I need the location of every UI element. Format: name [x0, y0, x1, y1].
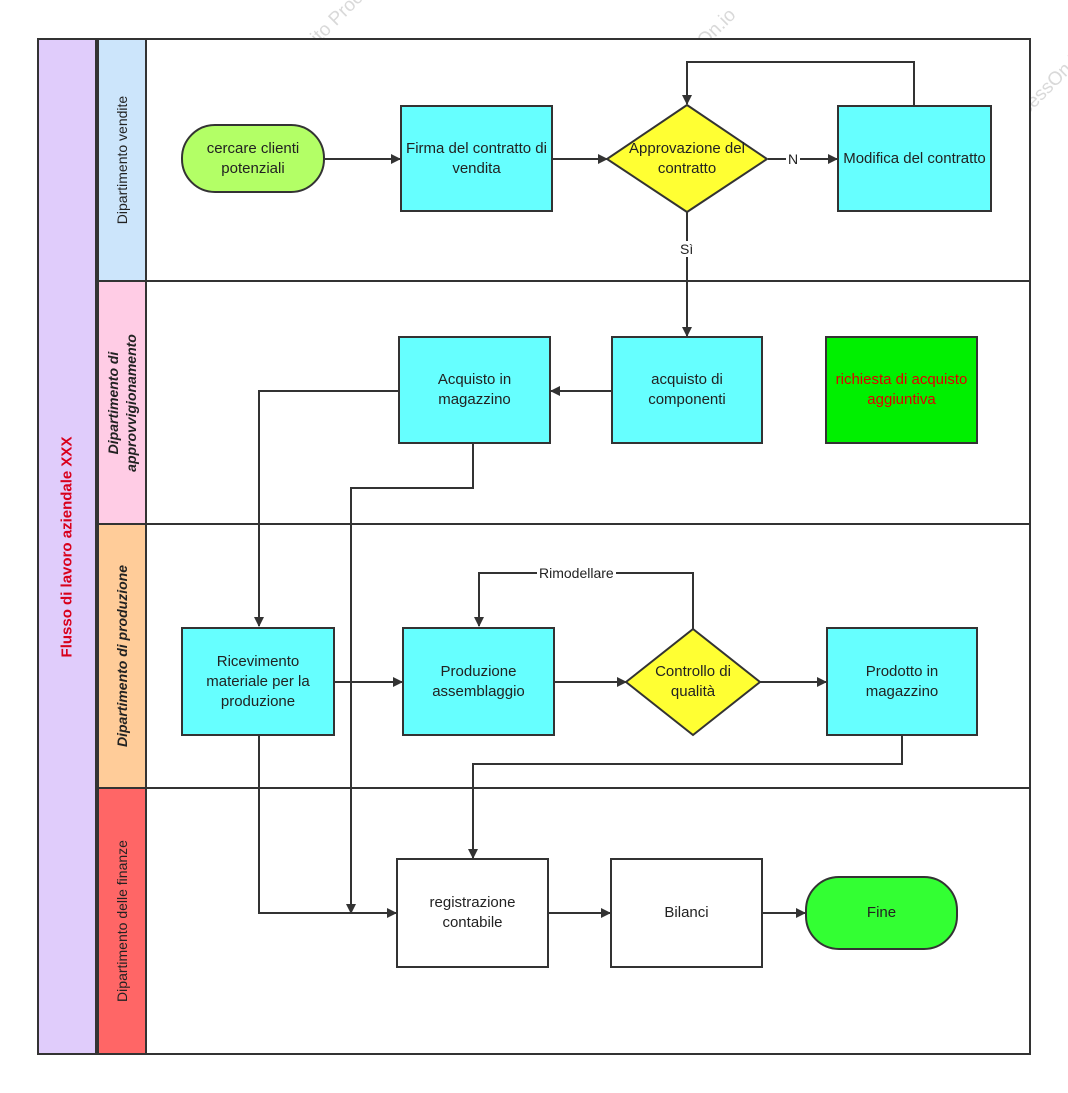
decision-approvazione-shape: [605, 103, 769, 214]
edge-controllo-produzione-rimodellare: [474, 572, 694, 629]
node-ricevimento-materiale[interactable]: Ricevimento materiale per la produzione: [181, 627, 335, 736]
lane-header-vendite: Dipartimento vendite: [99, 40, 147, 280]
node-bilanci[interactable]: Bilanci: [610, 858, 763, 968]
edge-label-yes: Sì: [678, 241, 696, 257]
node-modifica-contratto[interactable]: Modifica del contratto: [837, 105, 992, 212]
node-registrazione-contabile[interactable]: registrazione contabile: [396, 858, 549, 968]
lane-header-approvvigionamento: Dipartimento di approvvigionamento: [99, 282, 147, 523]
node-acquisto-magazzino[interactable]: Acquisto in magazzino: [398, 336, 551, 444]
node-produzione-assemblaggio[interactable]: Produzione assemblaggio: [402, 627, 555, 736]
node-fine[interactable]: Fine: [805, 876, 958, 950]
edge-magazzino-ricevimento: [254, 390, 398, 627]
lane-header-finanze: Dipartimento delle finanze: [99, 789, 147, 1053]
edge-label-no: N: [786, 151, 801, 167]
edge-prodotto-registrazione: [468, 736, 903, 859]
decision-controllo-shape: [624, 627, 762, 737]
edge-modifica-approvazione: [682, 61, 915, 105]
edge-magazzino-registrazione: [346, 444, 474, 914]
node-acquisto-componenti[interactable]: acquisto di componenti: [611, 336, 763, 444]
node-richiesta-acquisto[interactable]: richiesta di acquisto aggiuntiva: [825, 336, 978, 444]
node-cercare-clienti[interactable]: cercare clienti potenziali: [181, 124, 325, 193]
edge-ricevimento-registrazione: [258, 736, 397, 918]
node-prodotto-magazzino[interactable]: Prodotto in magazzino: [826, 627, 978, 736]
pool-header: Flusso di lavoro aziendale XXX: [37, 38, 97, 1055]
node-approvazione-contratto[interactable]: Approvazione del contratto: [629, 140, 745, 177]
node-controllo-qualita[interactable]: Controllo di qualità: [655, 663, 731, 700]
node-firma-contratto[interactable]: Firma del contratto di vendita: [400, 105, 553, 212]
edge-label-rimodellare: Rimodellare: [537, 565, 616, 581]
lane-header-produzione: Dipartimento di produzione: [99, 525, 147, 787]
